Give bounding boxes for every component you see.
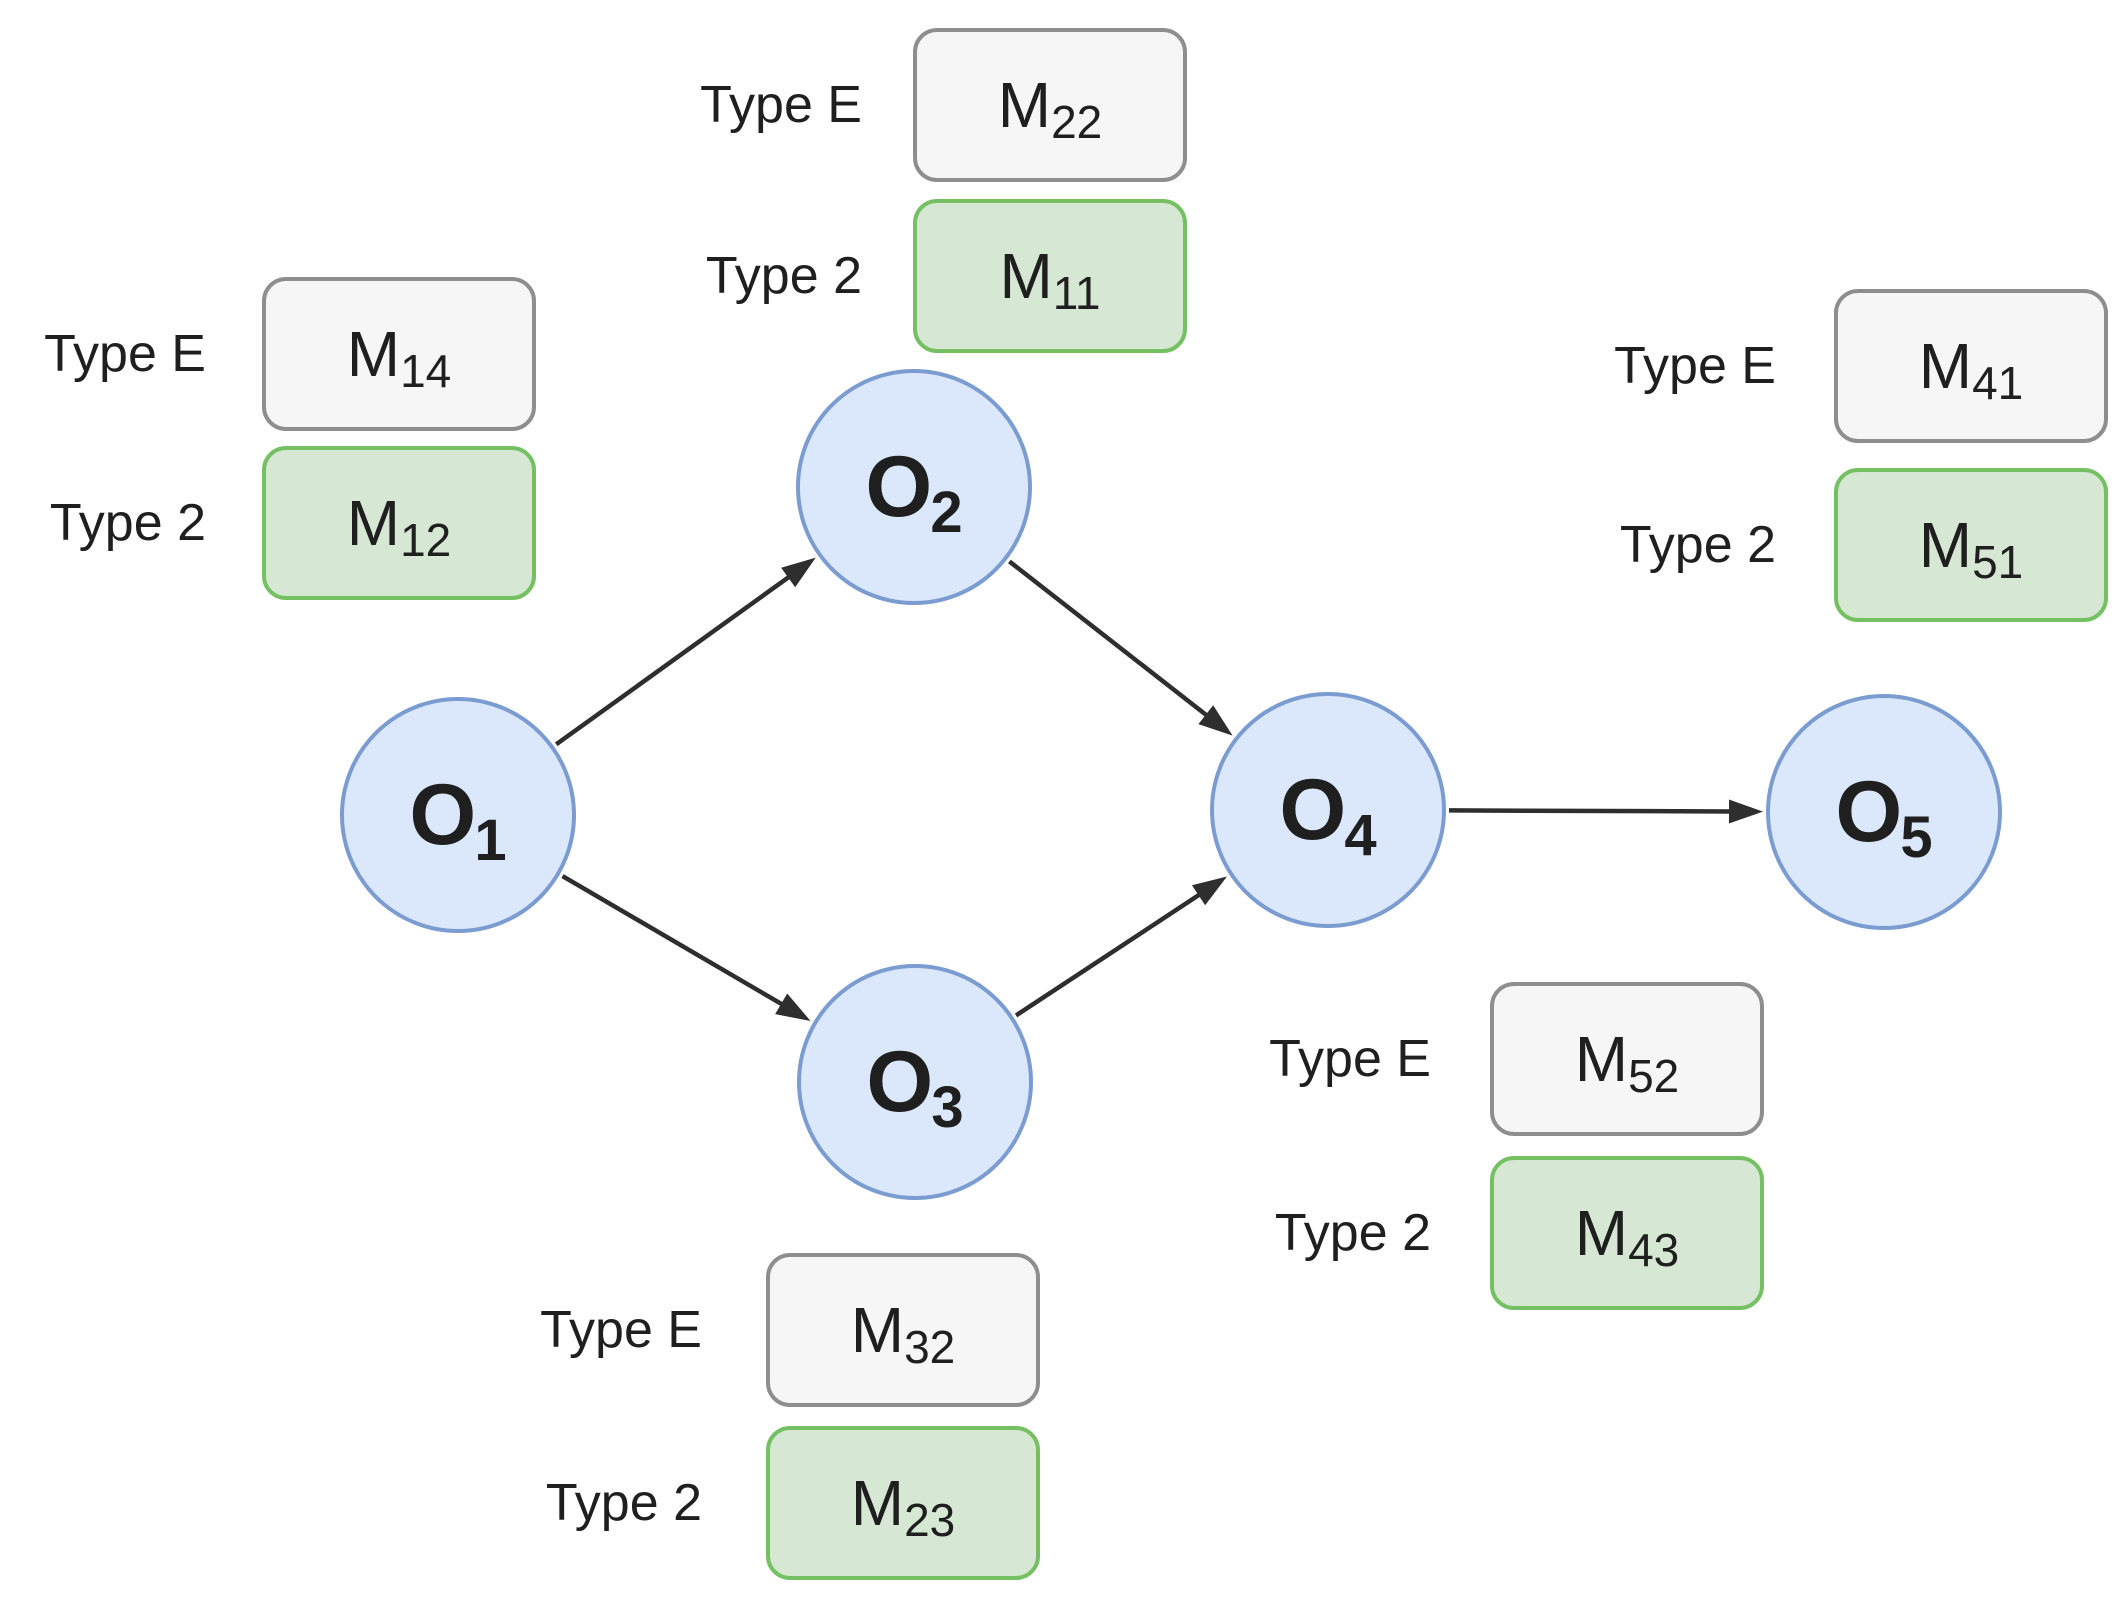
edge-O2-O4 xyxy=(1008,559,1233,736)
type-e-label: Type E xyxy=(1269,1030,1431,1088)
node-label-subscript: 3 xyxy=(931,1075,964,1140)
edge-line-O1-O3 xyxy=(561,874,786,1008)
machine-label: M xyxy=(346,487,401,559)
machine-label: M xyxy=(1574,1023,1629,1095)
type-2-label: Type 2 xyxy=(1274,1204,1431,1262)
node-label: O xyxy=(1279,762,1346,858)
arrowhead-icon xyxy=(775,993,811,1021)
machine-label-subscript: 41 xyxy=(1972,357,2024,409)
machine-label-subscript: 14 xyxy=(400,345,452,397)
type-e-label: Type E xyxy=(700,76,862,134)
edge-line-O3-O4 xyxy=(1014,891,1204,1018)
machine-label: M xyxy=(850,1467,905,1539)
arrowhead-icon xyxy=(1728,799,1764,824)
node-label-subscript: 4 xyxy=(1344,803,1377,868)
type-2-label: Type 2 xyxy=(49,494,206,552)
type-e-label: Type E xyxy=(44,325,206,383)
machine-label-subscript: 43 xyxy=(1628,1224,1680,1276)
machine-label: M xyxy=(1918,330,1973,402)
edge-line-O2-O4 xyxy=(1008,559,1211,719)
edge-line-O1-O2 xyxy=(554,573,793,747)
type-2-label: Type 2 xyxy=(705,247,862,305)
node-label: O xyxy=(866,1034,933,1130)
type-e-label: Type E xyxy=(1614,337,1776,395)
arrowhead-icon xyxy=(1191,876,1227,906)
edge-O4-O5 xyxy=(1448,799,1764,824)
machine-label: M xyxy=(1574,1197,1629,1269)
machine-label: M xyxy=(999,240,1053,312)
machine-label-subscript: 12 xyxy=(400,514,452,566)
machine-label-subscript: 51 xyxy=(1972,536,2024,588)
type-2-label: Type 2 xyxy=(1619,516,1776,574)
edge-O1-O3 xyxy=(561,874,811,1021)
machine-label: M xyxy=(850,1294,905,1366)
node-label-subscript: 1 xyxy=(474,808,507,873)
node-label: O xyxy=(409,767,476,863)
machine-label-subscript: 52 xyxy=(1628,1050,1680,1102)
edge-line-O4-O5 xyxy=(1448,808,1734,814)
arrowhead-icon xyxy=(1198,705,1233,736)
machine-label-subscript: 11 xyxy=(1052,267,1101,319)
arrowhead-icon xyxy=(781,557,816,588)
type-2-label: Type 2 xyxy=(545,1474,702,1532)
node-label-subscript: 5 xyxy=(1900,805,1933,870)
machine-label-subscript: 32 xyxy=(904,1321,956,1373)
machine-label: M xyxy=(346,318,401,390)
machine-label-subscript: 23 xyxy=(904,1494,956,1546)
machine-label-subscript: 22 xyxy=(1051,96,1103,148)
node-label-subscript: 2 xyxy=(930,480,963,545)
node-label: O xyxy=(1835,764,1902,860)
machine-label: M xyxy=(1918,509,1973,581)
node-label: O xyxy=(865,439,932,535)
machine-label: M xyxy=(997,69,1052,141)
edge-O3-O4 xyxy=(1014,876,1227,1018)
edge-O1-O2 xyxy=(554,557,816,747)
type-e-label: Type E xyxy=(540,1301,702,1359)
